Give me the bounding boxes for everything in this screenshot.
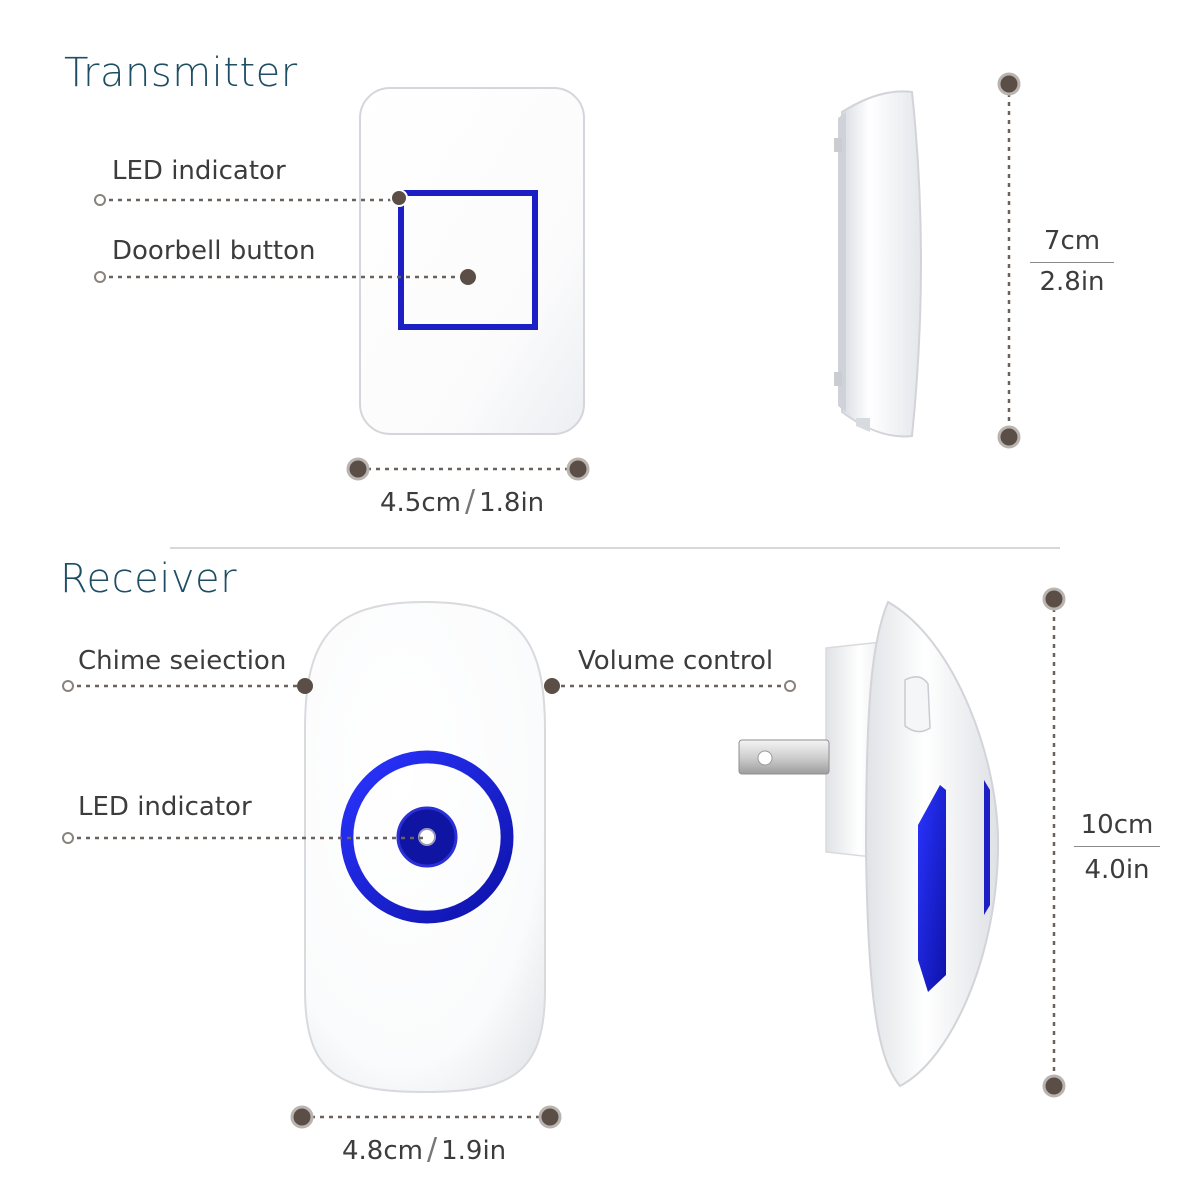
receiver-chime-point: [297, 678, 313, 694]
transmitter-width-imperial: 1.8in: [479, 488, 545, 518]
receiver-chime-leader-start: [62, 680, 74, 692]
receiver-height-dimension: 10cm 4.0in: [1074, 810, 1160, 885]
transmitter-title: Transmitter: [64, 50, 298, 96]
transmitter-led-point: [390, 189, 408, 207]
receiver-side-button: [904, 676, 931, 733]
transmitter-front-body: [359, 87, 585, 435]
transmitter-side-clip-top: [834, 138, 842, 152]
receiver-width-end-left: [290, 1105, 314, 1129]
receiver-side-blue-light-small: [984, 780, 990, 915]
receiver-volume-leader-end: [784, 680, 796, 692]
transmitter-width-end-left: [346, 457, 370, 481]
transmitter-led-leader-start: [94, 194, 106, 206]
receiver-led-label: LED indicator: [78, 792, 252, 822]
transmitter-button-leader-start: [94, 271, 106, 283]
transmitter-button-square: [398, 190, 538, 330]
receiver-width-metric: 4.8cm: [342, 1136, 423, 1166]
receiver-width-dimension: 4.8cm/1.9in: [342, 1132, 506, 1167]
transmitter-width-end-right: [566, 457, 590, 481]
receiver-height-end-bottom: [1042, 1074, 1066, 1098]
receiver-width-separator: /: [426, 1132, 438, 1167]
receiver-plug-prong: [738, 739, 830, 775]
transmitter-side-tab: [856, 418, 870, 432]
receiver-plug-prong-hole: [757, 750, 773, 766]
transmitter-button-point: [460, 269, 476, 285]
transmitter-height-end-bottom: [997, 425, 1021, 449]
receiver-chime-label: Chime seiection: [78, 646, 287, 676]
transmitter-side-base: [838, 112, 846, 412]
transmitter-height-imperial: 2.8in: [1039, 267, 1105, 297]
transmitter-button-label: Doorbell button: [112, 236, 316, 266]
transmitter-height-dimension: 7cm 2.8in: [1030, 226, 1114, 297]
receiver-width-end-right: [538, 1105, 562, 1129]
transmitter-width-metric: 4.5cm: [380, 488, 461, 518]
receiver-height-imperial: 4.0in: [1084, 855, 1150, 885]
transmitter-led-label: LED indicator: [112, 156, 286, 186]
transmitter-side-clip-bottom: [834, 372, 842, 386]
transmitter-side-body: [841, 90, 922, 438]
transmitter-height-end-top: [997, 72, 1021, 96]
receiver-volume-label: Volume control: [578, 646, 774, 676]
receiver-height-metric: 10cm: [1074, 810, 1160, 847]
receiver-led-ring-highlight: [353, 763, 501, 911]
receiver-side-blue-light: [918, 785, 946, 992]
receiver-led-leader-start: [62, 832, 74, 844]
transmitter-width-dimension: 4.5cm/1.8in: [380, 484, 544, 519]
receiver-volume-point: [544, 678, 560, 694]
transmitter-width-separator: /: [464, 484, 476, 519]
receiver-height-end-top: [1042, 587, 1066, 611]
receiver-width-imperial: 1.9in: [441, 1136, 507, 1166]
transmitter-height-metric: 7cm: [1030, 226, 1114, 263]
receiver-title: Receiver: [60, 556, 238, 602]
